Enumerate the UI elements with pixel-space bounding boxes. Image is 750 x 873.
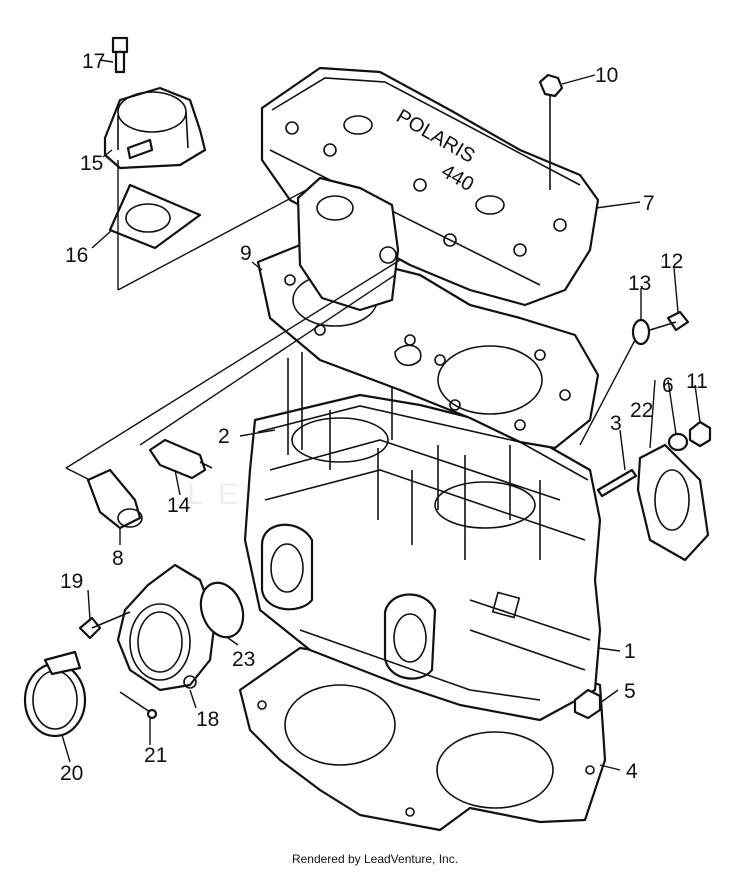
bolt-12[interactable] xyxy=(649,310,690,332)
callout-21: 21 xyxy=(144,744,167,767)
callout-4: 4 xyxy=(626,760,638,783)
callout-2: 2 xyxy=(218,425,230,448)
cylinder-studs xyxy=(287,352,541,560)
temperature-sensor[interactable] xyxy=(148,438,213,480)
exhaust-gasket[interactable] xyxy=(636,443,710,562)
cylinder-head[interactable]: POLARIS 440 xyxy=(260,66,600,312)
clamp-screw[interactable] xyxy=(119,691,158,720)
callout-22: 22 xyxy=(630,399,653,422)
thermostat-gasket[interactable] xyxy=(108,183,202,250)
callout-7: 7 xyxy=(643,192,655,215)
nut-11[interactable] xyxy=(688,420,712,448)
callout-16: 16 xyxy=(65,244,88,267)
base-nut[interactable] xyxy=(573,688,602,720)
callout-15: 15 xyxy=(80,152,103,175)
callout-19: 19 xyxy=(60,570,83,593)
callout-11: 11 xyxy=(686,370,708,393)
callout-12: 12 xyxy=(660,250,683,273)
footer-credit: Rendered by LeadVenture, Inc. xyxy=(291,852,459,866)
callout-20: 20 xyxy=(60,762,83,785)
thermostat-cover[interactable] xyxy=(103,86,207,170)
hose-fitting-8[interactable] xyxy=(86,468,143,530)
cover-bolt[interactable] xyxy=(111,36,129,74)
callout-6: 6 xyxy=(662,374,674,397)
callout-5: 5 xyxy=(624,680,636,703)
callout-8: 8 xyxy=(112,547,124,570)
bolt-19[interactable] xyxy=(78,611,131,640)
callouts: 17 10 15 7 16 9 12 13 6 11 22 2 3 14 8 1… xyxy=(60,50,708,785)
callout-18: 18 xyxy=(196,708,219,731)
cylinder-block[interactable] xyxy=(243,393,602,722)
head-nut[interactable] xyxy=(538,73,564,190)
callout-14: 14 xyxy=(167,494,191,517)
leader-lines xyxy=(61,59,701,771)
intake-flange[interactable] xyxy=(116,563,217,692)
callout-13: 13 xyxy=(628,272,651,295)
callout-3: 3 xyxy=(610,412,622,435)
callout-17: 17 xyxy=(82,50,105,73)
hose-clamp[interactable] xyxy=(23,650,87,738)
callout-23: 23 xyxy=(232,648,255,671)
callout-1: 1 xyxy=(624,640,636,663)
washer-6[interactable] xyxy=(667,432,689,452)
o-ring[interactable] xyxy=(194,577,251,643)
callout-9: 9 xyxy=(240,242,252,265)
stud-3[interactable] xyxy=(596,468,638,498)
callout-10: 10 xyxy=(595,64,618,87)
